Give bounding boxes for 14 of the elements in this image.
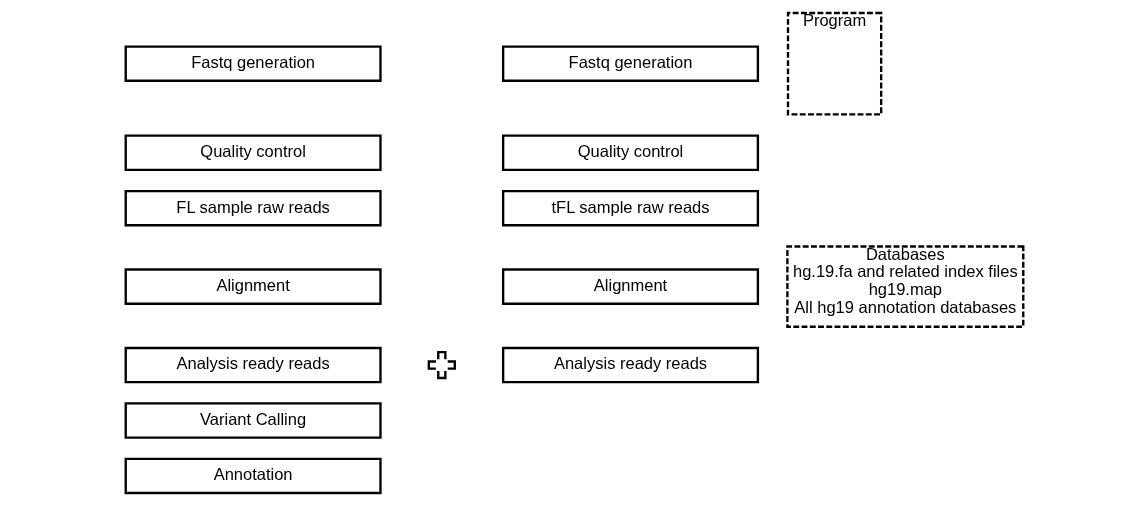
node-box: Analysis ready reads <box>501 346 759 384</box>
node-box: Quality control <box>501 134 759 172</box>
node-box: Quality control <box>124 134 382 172</box>
node-box: Alignment <box>501 268 759 305</box>
node-box: Analysis ready reads <box>124 346 382 384</box>
node-box: Fastq generation <box>501 45 759 82</box>
node-box: FL sample raw reads <box>124 189 382 227</box>
node-box: tFL sample raw reads <box>501 189 759 227</box>
node-box: Fastq generation <box>124 45 382 82</box>
node-box: Alignment <box>124 268 382 305</box>
node-box: Variant Calling <box>124 402 382 439</box>
node-box: Program <box>786 11 882 116</box>
node-box: Databases hg.19.fa and related index files hg19.map All hg19 annotation databases <box>785 245 1024 328</box>
node-box: Annotation <box>124 457 382 495</box>
